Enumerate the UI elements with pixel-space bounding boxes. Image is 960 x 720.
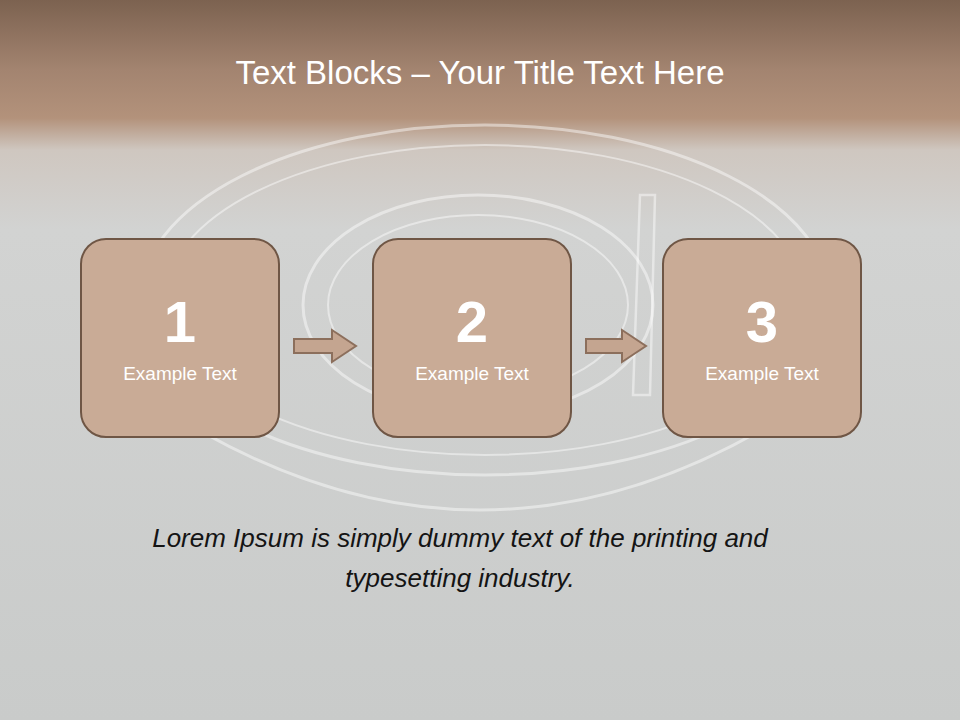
step-label: Example Text [415,362,529,386]
caption-text: Lorem Ipsum is simply dummy text of the … [110,518,810,598]
slide-title: Text Blocks – Your Title Text Here [0,54,960,92]
process-box: 2Example Text [372,238,572,438]
process-box: 1Example Text [80,238,280,438]
step-label: Example Text [123,362,237,386]
flow-arrow [294,330,356,362]
step-label: Example Text [705,362,819,386]
process-box: 3Example Text [662,238,862,438]
step-number: 1 [164,290,196,354]
flow-arrow [586,330,646,362]
step-number: 3 [746,290,778,354]
step-number: 2 [456,290,488,354]
